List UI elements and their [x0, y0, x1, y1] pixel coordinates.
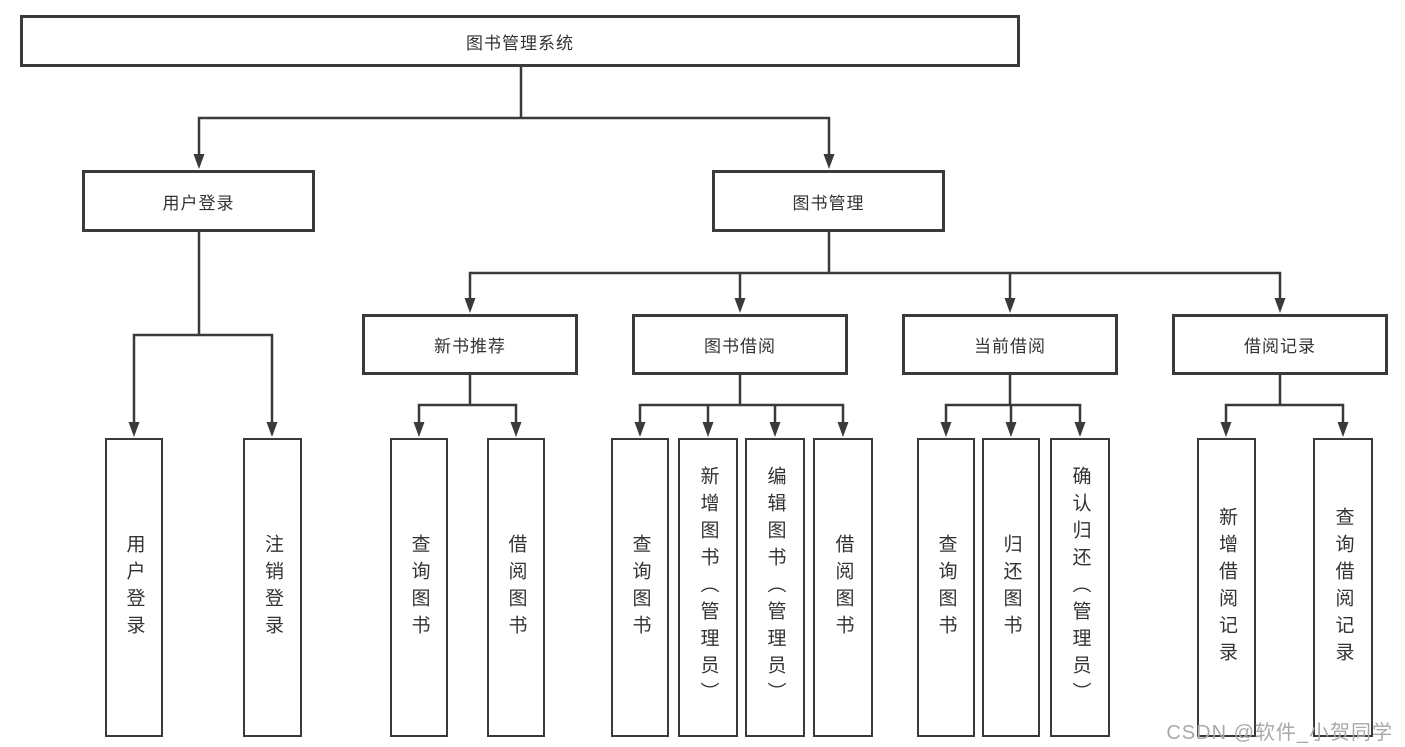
leaf-logout: 注销登录: [243, 438, 302, 737]
leaf-add-borrow-record: 新增借阅记录: [1197, 438, 1256, 737]
node-book-management: 图书管理: [712, 170, 945, 232]
node-root-system: 图书管理系统: [20, 15, 1020, 67]
leaf-borrow-books-recommend: 借阅图书: [487, 438, 545, 737]
leaf-add-books-admin: 新增图书（管理员）: [678, 438, 738, 737]
node-borrow-record: 借阅记录: [1172, 314, 1388, 375]
leaf-return-books: 归还图书: [982, 438, 1040, 737]
leaf-query-books-current: 查询图书: [917, 438, 975, 737]
leaf-confirm-return-admin: 确认归还（管理员）: [1050, 438, 1110, 737]
leaf-query-borrow-record: 查询借阅记录: [1313, 438, 1373, 737]
node-user-login: 用户登录: [82, 170, 315, 232]
node-book-borrow: 图书借阅: [632, 314, 848, 375]
leaf-user-login: 用户登录: [105, 438, 163, 737]
arrowheads: [128, 154, 1349, 437]
csdn-watermark: CSDN @软件_小贺同学: [1166, 722, 1393, 744]
node-current-borrow: 当前借阅: [902, 314, 1118, 375]
leaf-edit-books-admin: 编辑图书（管理员）: [745, 438, 805, 737]
node-new-book-recommend: 新书推荐: [362, 314, 578, 375]
leaf-query-books-borrow: 查询图书: [611, 438, 669, 737]
leaf-borrow-books: 借阅图书: [813, 438, 873, 737]
leaf-query-books-recommend: 查询图书: [390, 438, 448, 737]
